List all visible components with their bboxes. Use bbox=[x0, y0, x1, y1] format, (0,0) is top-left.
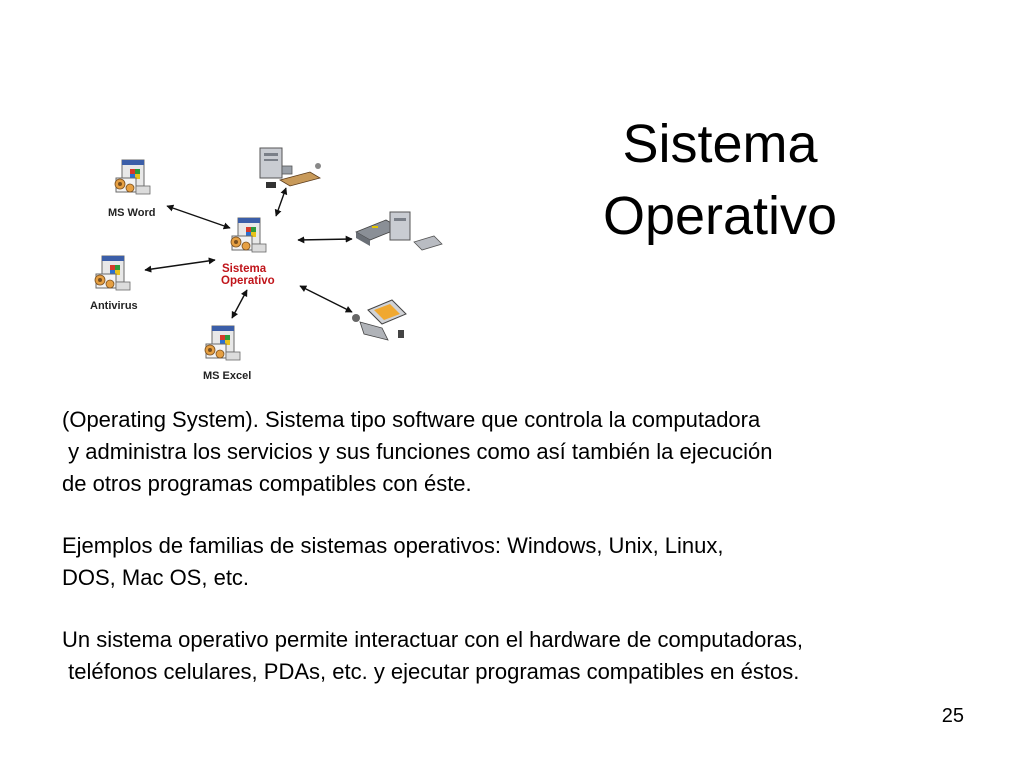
operating-system-node: Sistema Operativo bbox=[221, 217, 275, 287]
paragraph-line: DOS, Mac OS, etc. bbox=[62, 565, 250, 590]
paragraph-line: Un sistema operativo permite interactuar… bbox=[62, 627, 804, 652]
paragraph-line: teléfonos celulares, PDAs, etc. y ejecut… bbox=[62, 659, 800, 684]
application-icon bbox=[204, 325, 241, 361]
center-label-line-2: Operativo bbox=[221, 275, 275, 287]
application-icon bbox=[94, 255, 131, 291]
antivirus-label: Antivirus bbox=[90, 300, 138, 312]
arrow-word bbox=[166, 204, 231, 230]
paragraph-line: de otros programas compatibles con éste. bbox=[62, 471, 472, 496]
body-text: (Operating System). Sistema tipo softwar… bbox=[62, 404, 962, 718]
application-icon bbox=[230, 217, 267, 253]
arrow-scanner bbox=[297, 235, 353, 244]
scanner-icon bbox=[355, 211, 443, 251]
os-diagram: MS Word Antivirus MS Excel Sistema Opera… bbox=[90, 147, 443, 382]
paragraph-examples: Ejemplos de familias de sistemas operati… bbox=[62, 530, 962, 594]
computer-icon bbox=[259, 147, 322, 188]
slide-title: Sistema Operativo bbox=[560, 108, 880, 252]
ms-word-node: MS Word bbox=[108, 159, 155, 219]
title-line-2: Operativo bbox=[602, 186, 838, 246]
paragraph-definition: (Operating System). Sistema tipo softwar… bbox=[62, 404, 962, 500]
application-icon bbox=[114, 159, 151, 195]
arrow-excel bbox=[231, 289, 248, 319]
ms-excel-label: MS Excel bbox=[203, 370, 251, 382]
center-label-line-1: Sistema bbox=[222, 263, 267, 275]
paragraph-line: Ejemplos de familias de sistemas operati… bbox=[62, 533, 724, 558]
title-line-1: Sistema bbox=[622, 114, 818, 174]
antivirus-node: Antivirus bbox=[90, 255, 138, 312]
paragraph-line: y administra los servicios y sus funcion… bbox=[62, 439, 773, 464]
paragraph-interaction: Un sistema operativo permite interactuar… bbox=[62, 624, 962, 688]
arrow-computer bbox=[274, 187, 288, 217]
page-number: 25 bbox=[941, 705, 964, 727]
arrow-antivirus bbox=[144, 257, 216, 273]
arrow-laptop bbox=[299, 285, 353, 313]
ms-excel-node: MS Excel bbox=[203, 325, 251, 382]
ms-word-label: MS Word bbox=[108, 207, 155, 219]
laptop-icon bbox=[352, 299, 407, 341]
paragraph-line: (Operating System). Sistema tipo softwar… bbox=[62, 407, 761, 432]
